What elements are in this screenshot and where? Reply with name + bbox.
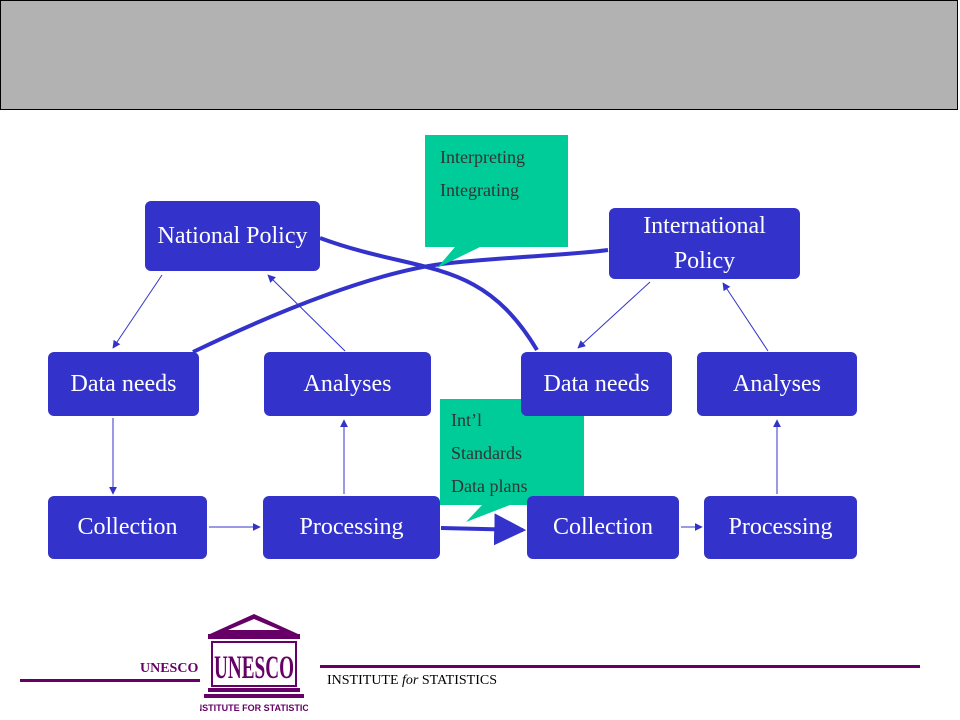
footer-institute: INSTITUTE for STATISTICS (327, 673, 498, 688)
right-analyses-label: Analyses (733, 370, 821, 397)
right-data-needs-box: Data needs (521, 352, 672, 416)
right-processing-box: Processing (704, 496, 857, 559)
international-policy-box: International Policy (609, 208, 800, 279)
link-left-data-needs-to-intl-policy (192, 248, 609, 354)
left-processing-label: Processing (299, 514, 404, 541)
title-bar (0, 0, 958, 110)
logo-wordmark: UNESCO (214, 650, 294, 686)
right-collection-box: Collection (527, 496, 679, 559)
link-national-policy-to-right-data-needs (319, 236, 539, 352)
arrow-intl-policy-to-data-needs (577, 281, 651, 349)
logo-subtitle: INSTITUTE FOR STATISTICS (200, 703, 308, 713)
left-processing-box: Processing (263, 496, 440, 559)
international-policy-label: International Policy (643, 212, 766, 274)
national-policy-box: National Policy (145, 201, 320, 271)
right-analyses-box: Analyses (697, 352, 857, 416)
callout-middle-text: Int’l Standards Data plans (451, 404, 527, 503)
callout-middle-line: Data plans (451, 476, 528, 496)
left-analyses-box: Analyses (264, 352, 431, 416)
unesco-logo: UNESCO INSTITUTE FOR STATISTICS (200, 614, 308, 713)
callout-middle-shape (440, 399, 584, 522)
right-collection-label: Collection (553, 514, 653, 541)
left-data-needs-box: Data needs (48, 352, 199, 416)
footer-rule-left (20, 679, 200, 682)
right-data-needs-label: Data needs (543, 370, 650, 397)
callout-middle-line: Int’l (451, 410, 482, 430)
callout-top-line: Interpreting (440, 147, 525, 167)
national-policy-label: National Policy (157, 222, 308, 249)
callout-middle-line: Standards (451, 443, 522, 463)
link-processing-to-collection (440, 513, 527, 546)
left-analyses-label: Analyses (303, 370, 392, 397)
footer-rule-right (320, 665, 920, 668)
left-collection-label: Collection (77, 514, 178, 541)
left-collection-box: Collection (48, 496, 207, 559)
arrow-right-analyses-to-intl-policy (722, 282, 769, 352)
callout-top-shape (425, 135, 568, 268)
arrow-analyses-to-policy (267, 274, 346, 352)
footer-org-name: UNESCO (140, 661, 199, 676)
left-data-needs-label: Data needs (70, 370, 177, 397)
right-processing-label: Processing (728, 514, 833, 541)
callout-top-line: Integrating (440, 180, 519, 200)
callout-top-text: Interpreting Integrating (440, 141, 525, 207)
arrow-policy-to-data-needs (112, 274, 163, 349)
